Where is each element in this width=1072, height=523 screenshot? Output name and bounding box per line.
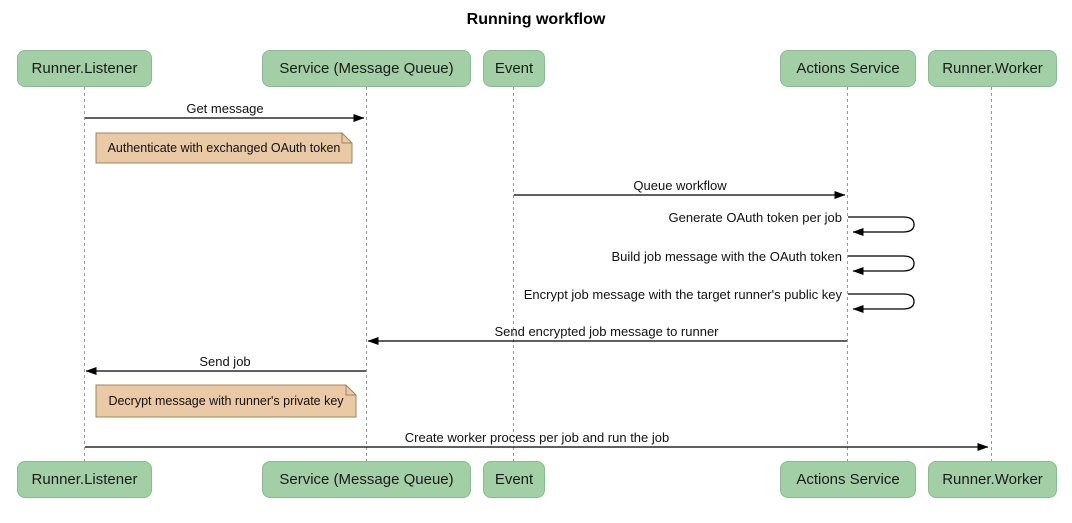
participant-top-service-message-queue: Service (Message Queue) <box>262 50 471 87</box>
message-label-send-job: Send job <box>199 354 251 369</box>
self-loop-generate-oauth-token <box>848 216 915 236</box>
message-label-get-message: Get message <box>186 101 264 116</box>
message-label-queue-workflow: Queue workflow <box>633 178 727 193</box>
participant-bottom-actions-service: Actions Service <box>780 461 916 498</box>
participant-label: Runner.Listener <box>31 471 138 488</box>
message-label-create-worker-process: Create worker process per job and run th… <box>404 430 670 445</box>
participant-bottom-runner-worker: Runner.Worker <box>928 461 1057 498</box>
participant-top-event: Event <box>483 50 545 87</box>
participant-label: Service (Message Queue) <box>279 60 454 77</box>
message-arrows <box>85 114 989 451</box>
participant-label: Event <box>494 471 534 488</box>
participant-label: Actions Service <box>796 60 900 77</box>
participant-top-actions-service: Actions Service <box>780 50 916 87</box>
participant-label: Actions Service <box>796 471 900 488</box>
participant-label: Runner.Worker <box>942 471 1043 488</box>
participant-bottom-runner-listener: Runner.Listener <box>17 461 152 498</box>
note-decrypt-private-key: Decrypt message with runner's private ke… <box>108 394 344 408</box>
note-shape-authenticate <box>95 132 353 164</box>
participant-top-runner-worker: Runner.Worker <box>928 50 1057 87</box>
note-shape-decrypt <box>95 384 357 418</box>
lifelines <box>84 87 992 461</box>
note-authenticate-oauth-token: Authenticate with exchanged OAuth token <box>107 141 341 155</box>
note-fold-authenticate <box>341 133 352 144</box>
note-fold-decrypt <box>345 385 356 396</box>
participant-bottom-event: Event <box>483 461 545 498</box>
participant-label: Event <box>494 60 534 77</box>
participant-label: Runner.Listener <box>31 60 138 77</box>
participant-label: Service (Message Queue) <box>279 471 454 488</box>
note-shapes <box>95 132 357 418</box>
participant-top-runner-listener: Runner.Listener <box>17 50 152 87</box>
message-label-build-job-message: Build job message with the OAuth token <box>611 249 842 264</box>
participant-bottom-service-message-queue: Service (Message Queue) <box>262 461 471 498</box>
diagram-title: Running workflow <box>466 11 606 28</box>
self-loop-build-job-message <box>848 255 915 275</box>
message-label-encrypt-job-message: Encrypt job message with the target runn… <box>523 287 842 302</box>
participant-label: Runner.Worker <box>942 60 1043 77</box>
message-label-generate-oauth-token: Generate OAuth token per job <box>668 210 842 225</box>
self-loop-encrypt-job-message <box>848 293 915 313</box>
message-label-send-encrypted-job-message: Send encrypted job message to runner <box>494 324 719 339</box>
